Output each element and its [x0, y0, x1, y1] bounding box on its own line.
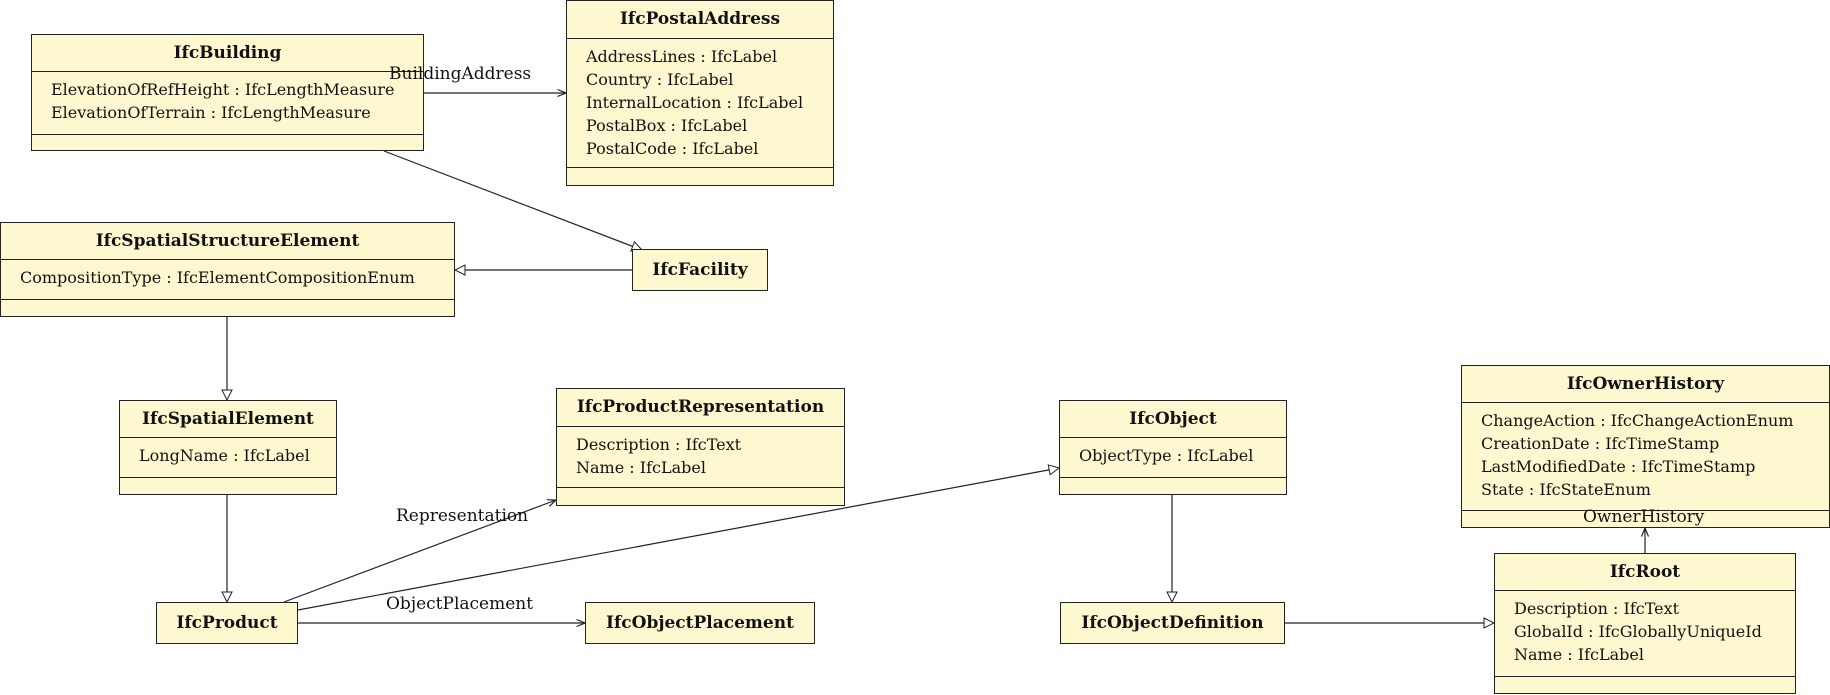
class-operations	[1060, 477, 1286, 496]
class-ifc-spatial-element[interactable]: IfcSpatialElement LongName : IfcLabel	[119, 400, 337, 495]
class-attributes: Description : IfcText GlobalId : IfcGlob…	[1495, 591, 1795, 676]
attribute: ElevationOfRefHeight : IfcLengthMeasure	[51, 80, 395, 99]
class-ifc-spatial-structure-element[interactable]: IfcSpatialStructureElement CompositionTy…	[0, 222, 455, 317]
class-attributes: CompositionType : IfcElementCompositionE…	[1, 260, 454, 299]
class-ifc-owner-history[interactable]: IfcOwnerHistory ChangeAction : IfcChange…	[1461, 365, 1830, 528]
attribute: ElevationOfTerrain : IfcLengthMeasure	[51, 103, 371, 122]
class-name: IfcObject	[1060, 401, 1286, 438]
class-ifc-object-definition[interactable]: IfcObjectDefinition	[1060, 602, 1285, 644]
attribute: Description : IfcText	[1514, 599, 1680, 618]
attribute: Name : IfcLabel	[576, 458, 706, 477]
class-operations	[567, 167, 833, 186]
label-owner-history: OwnerHistory	[1583, 507, 1705, 527]
class-name: IfcOwnerHistory	[1462, 366, 1829, 403]
attribute: InternalLocation : IfcLabel	[586, 93, 804, 112]
class-name: IfcProductRepresentation	[557, 389, 844, 427]
attribute: PostalCode : IfcLabel	[586, 139, 759, 158]
attribute: Name : IfcLabel	[1514, 645, 1644, 664]
assoc-representation-line	[283, 500, 556, 603]
class-ifc-root[interactable]: IfcRoot Description : IfcText GlobalId :…	[1494, 553, 1796, 694]
attribute: LastModifiedDate : IfcTimeStamp	[1481, 457, 1756, 476]
attribute: AddressLines : IfcLabel	[586, 47, 778, 66]
attribute: CompositionType : IfcElementCompositionE…	[20, 268, 415, 287]
class-attributes: ElevationOfRefHeight : IfcLengthMeasure …	[32, 72, 423, 134]
class-name: IfcObjectDefinition	[1081, 613, 1264, 633]
attribute: Country : IfcLabel	[586, 70, 734, 89]
class-ifc-object[interactable]: IfcObject ObjectType : IfcLabel	[1059, 400, 1287, 495]
gen-product-object-line	[297, 468, 1059, 611]
class-ifc-postal-address[interactable]: IfcPostalAddress AddressLines : IfcLabel…	[566, 0, 834, 186]
class-ifc-product-representation[interactable]: IfcProductRepresentation Description : I…	[556, 388, 845, 506]
class-operations	[32, 134, 423, 152]
class-name: IfcProduct	[176, 613, 278, 633]
class-ifc-building[interactable]: IfcBuilding ElevationOfRefHeight : IfcLe…	[31, 34, 424, 151]
class-name: IfcPostalAddress	[567, 1, 833, 39]
attribute: PostalBox : IfcLabel	[586, 116, 748, 135]
class-name: IfcBuilding	[32, 35, 423, 72]
attribute: Description : IfcText	[576, 435, 742, 454]
attribute: LongName : IfcLabel	[139, 446, 310, 465]
label-object-placement: ObjectPlacement	[386, 594, 534, 614]
class-ifc-object-placement[interactable]: IfcObjectPlacement	[585, 602, 815, 644]
gen-building-facility-line	[383, 150, 642, 250]
class-name: IfcRoot	[1495, 554, 1795, 591]
class-ifc-facility[interactable]: IfcFacility	[632, 249, 768, 291]
class-operations	[1, 299, 454, 318]
label-representation: Representation	[396, 506, 529, 526]
class-attributes: AddressLines : IfcLabel Country : IfcLab…	[567, 39, 833, 167]
label-building-address: BuildingAddress	[389, 64, 532, 84]
class-attributes: LongName : IfcLabel	[120, 438, 336, 477]
class-operations	[1495, 676, 1795, 695]
attribute: State : IfcStateEnum	[1481, 480, 1651, 499]
attribute: ChangeAction : IfcChangeActionEnum	[1481, 411, 1794, 430]
class-attributes: Description : IfcText Name : IfcLabel	[557, 427, 844, 487]
class-name: IfcSpatialElement	[120, 401, 336, 438]
class-name: IfcFacility	[652, 260, 748, 280]
class-ifc-product[interactable]: IfcProduct	[156, 602, 298, 644]
attribute: ObjectType : IfcLabel	[1079, 446, 1254, 465]
attribute: CreationDate : IfcTimeStamp	[1481, 434, 1720, 453]
class-operations	[120, 477, 336, 496]
class-operations	[557, 487, 844, 506]
attribute: GlobalId : IfcGloballyUniqueId	[1514, 622, 1762, 641]
class-name: IfcObjectPlacement	[606, 613, 794, 633]
class-attributes: ObjectType : IfcLabel	[1060, 438, 1286, 477]
class-name: IfcSpatialStructureElement	[1, 223, 454, 260]
class-attributes: ChangeAction : IfcChangeActionEnum Creat…	[1462, 403, 1829, 510]
class-operations	[1462, 510, 1829, 529]
